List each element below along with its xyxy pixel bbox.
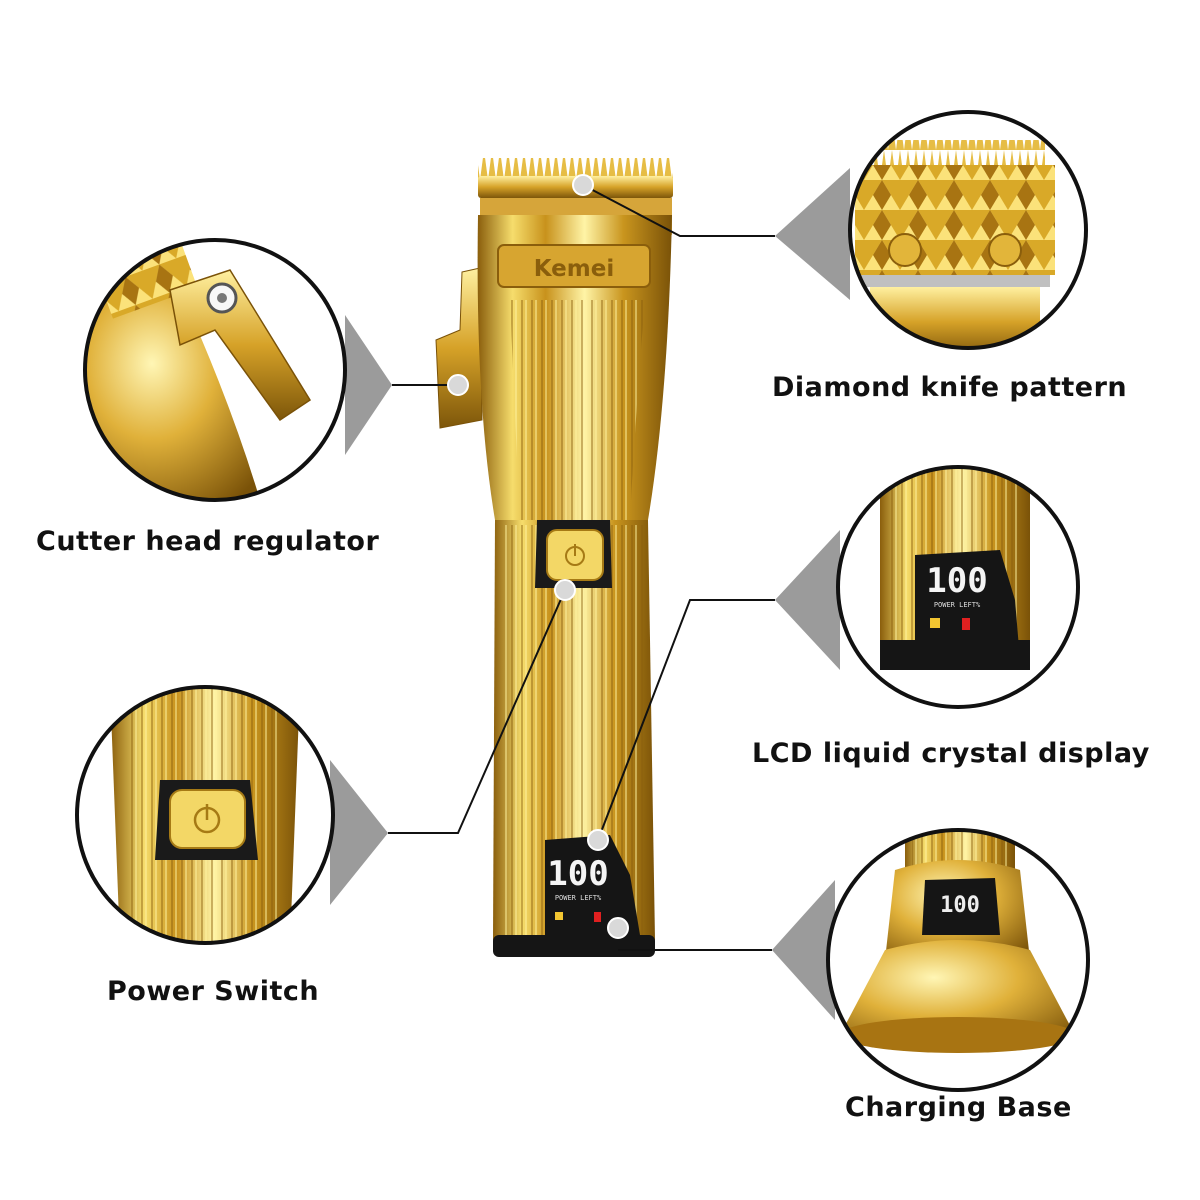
- lcd-zoom-caption: POWER LEFT%: [934, 601, 981, 609]
- label-charging-base: Charging Base: [845, 1092, 1072, 1123]
- dot-diamond: [572, 174, 594, 196]
- pointer-lcd: [775, 530, 840, 670]
- dot-charging: [607, 917, 629, 939]
- detail-cutter-head: [83, 238, 347, 502]
- bottom-cap: [493, 935, 655, 957]
- clipper-main: Kemei 100 POWER LEFT%: [435, 158, 673, 957]
- label-lcd-display: LCD liquid crystal display: [752, 738, 1150, 769]
- detail-charging-base: 100: [826, 828, 1090, 1092]
- line-lcd: [597, 599, 775, 841]
- detail-lcd: 100 POWER LEFT%: [836, 465, 1080, 709]
- pointer-diamond: [775, 168, 850, 300]
- dot-lcd: [587, 829, 609, 851]
- detail-diamond-knife: [848, 110, 1088, 350]
- detail-power-switch: [75, 685, 335, 945]
- line-power: [388, 589, 566, 834]
- logo-plate: [497, 244, 651, 288]
- lcd-indicator-yellow: [555, 912, 563, 920]
- lcd-panel: [545, 835, 640, 935]
- brand-logo: Kemei: [534, 256, 614, 282]
- pointer-charging: [772, 880, 835, 1020]
- dot-cutter: [447, 374, 469, 396]
- base-lcd-value: 100: [940, 893, 980, 918]
- upper-ribs: [510, 300, 645, 520]
- lcd-zoom-value: 100: [926, 561, 987, 601]
- dot-power: [554, 579, 576, 601]
- label-cutter-head: Cutter head regulator: [36, 526, 380, 557]
- pointer-cutter: [345, 315, 392, 455]
- lcd-caption: POWER LEFT%: [555, 894, 602, 902]
- regulator-lever: [435, 267, 483, 429]
- label-power-switch: Power Switch: [107, 976, 320, 1007]
- lcd-indicator-red: [594, 912, 601, 922]
- anchor-dots: [447, 174, 629, 939]
- lcd-value: 100: [547, 854, 608, 894]
- pointer-triangles: [330, 168, 850, 1020]
- line-diamond: [582, 184, 775, 237]
- label-diamond-knife: Diamond knife pattern: [772, 372, 1128, 403]
- pointer-power: [330, 760, 388, 905]
